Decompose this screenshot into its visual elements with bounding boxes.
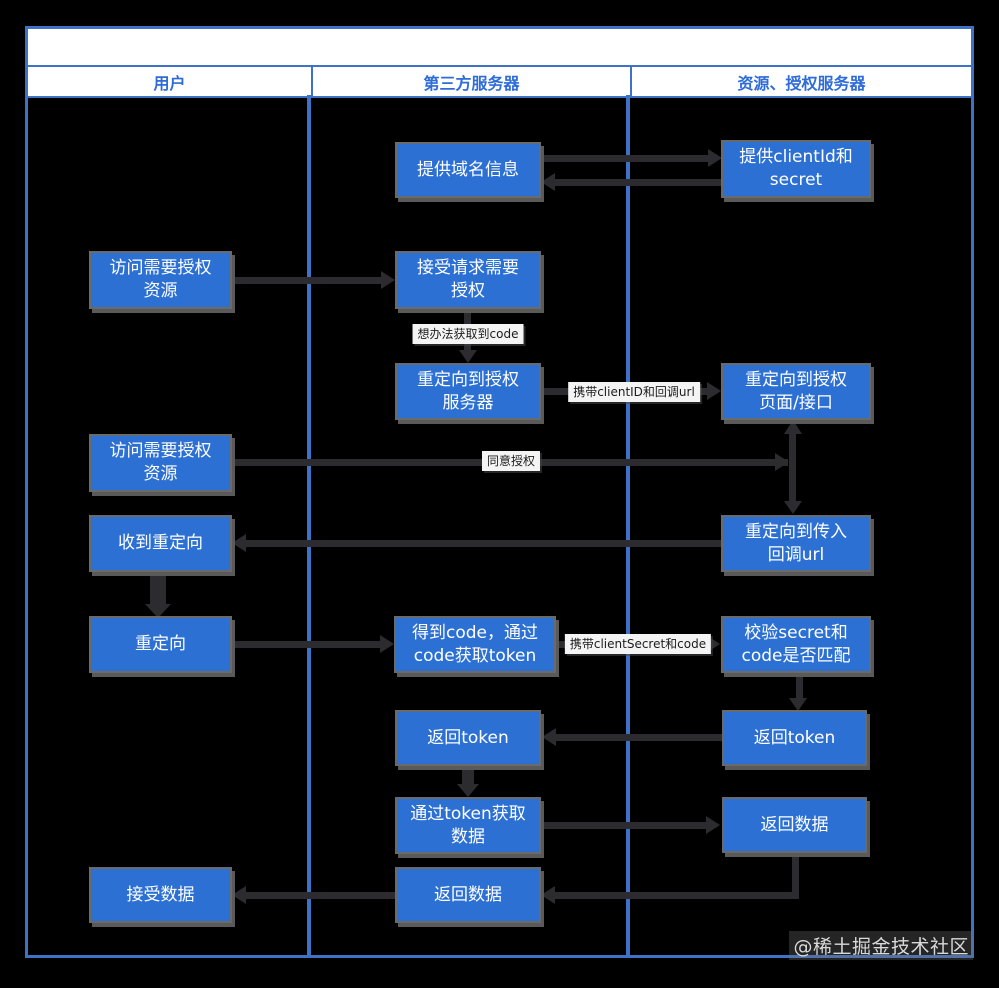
edge-label-get-code: 想办法获取到code (412, 324, 524, 345)
arrow-verify-to-token-head (789, 698, 807, 711)
arrow-domain-to-client-line (541, 155, 708, 162)
arrow-domain-to-client-head (708, 149, 722, 167)
edge-label-carry-clientid-callback: 携带clientID和回调url (568, 382, 700, 403)
node-accept-data: 接受数据 (89, 867, 232, 923)
arrow-client-to-domain-head (541, 173, 555, 191)
arrow-client-to-domain-line (555, 179, 721, 186)
arrow-visit1-to-accept-head (381, 271, 395, 289)
arrow-redirect-to-getcode-head (380, 635, 394, 653)
arrow-to-authpage-up-head (784, 420, 802, 434)
node-return-token-right: 返回token (722, 710, 867, 766)
arrow-redirect-to-getcode-line (232, 641, 382, 648)
node-use-token-get-data: 通过token获取 数据 (395, 797, 541, 854)
table-frame: 用户 第三方服务器 资源、授权服务器 (25, 26, 974, 958)
arrow-accept-to-redirect-head (459, 350, 477, 363)
node-accept-request-need-auth: 接受请求需要 授权 (395, 251, 541, 309)
arrow-data-right-down-line (792, 853, 799, 899)
arrow-usetoken-to-data-line (541, 822, 708, 829)
arrow-callback-to-receive-line (246, 540, 721, 547)
arrow-agree-head (775, 453, 789, 471)
arrow-receive-to-redirect-line (150, 574, 166, 606)
column-separator-2 (626, 95, 630, 955)
arrow-token-to-usetoken-line (462, 768, 474, 786)
arrow-redirect-to-authpage-head (707, 382, 721, 400)
arrow-token-right-to-mid-line (556, 734, 722, 741)
node-redirect-to-auth-page: 重定向到授权 页面/接口 (721, 363, 871, 420)
arrow-data-right-to-mid-line (554, 892, 799, 899)
arrow-token-to-usetoken-head (457, 784, 479, 797)
node-get-code-fetch-token: 得到code，通过 code获取token (394, 616, 556, 673)
arrow-token-right-to-mid-head (542, 728, 556, 746)
arrow-data-right-to-mid-head (541, 886, 555, 904)
node-redirect-to-callback-url: 重定向到传入 回调url (721, 515, 871, 572)
node-redirect: 重定向 (89, 616, 232, 673)
arrow-to-callback-down-head (784, 501, 802, 514)
node-visit-auth-resource-2: 访问需要授权 资源 (89, 434, 232, 492)
edge-label-carry-secret-code: 携带clientSecret和code (564, 634, 712, 655)
watermark: @稀土掘金技术社区 (789, 931, 973, 960)
node-return-data-mid: 返回数据 (395, 867, 541, 923)
arrow-callback-to-receive-head (232, 534, 246, 552)
node-receive-redirect: 收到重定向 (89, 515, 232, 572)
column-separator-1 (307, 95, 311, 955)
column-header-resource-auth: 资源、授权服务器 (737, 73, 866, 93)
arrow-verify-to-token-line (796, 673, 803, 699)
node-provide-clientid-secret: 提供clientId和 secret (721, 140, 871, 198)
node-redirect-to-auth-server: 重定向到授权 服务器 (395, 363, 541, 420)
node-verify-secret-code: 校验secret和 code是否匹配 (721, 616, 871, 673)
column-header-user: 用户 (28, 67, 313, 96)
node-return-token-mid: 返回token (395, 710, 541, 766)
arrow-authpage-callback-line (789, 430, 796, 502)
arrow-data-mid-to-accept-line (246, 892, 395, 899)
edge-label-agree-auth: 同意授权 (481, 451, 541, 472)
arrow-data-mid-to-accept-head (232, 886, 246, 904)
arrow-visit1-to-accept-line (232, 277, 382, 284)
node-visit-auth-resource-1: 访问需要授权 资源 (89, 251, 232, 309)
node-return-data-right: 返回数据 (722, 797, 867, 853)
header-row: 用户 第三方服务器 资源、授权服务器 (28, 67, 971, 98)
arrow-usetoken-to-data-head (706, 816, 720, 834)
title-row (28, 29, 971, 67)
arrow-receive-to-redirect-head (145, 604, 171, 618)
column-header-third-party: 第三方服务器 (313, 67, 632, 96)
node-provide-domain-info: 提供域名信息 (395, 142, 541, 198)
